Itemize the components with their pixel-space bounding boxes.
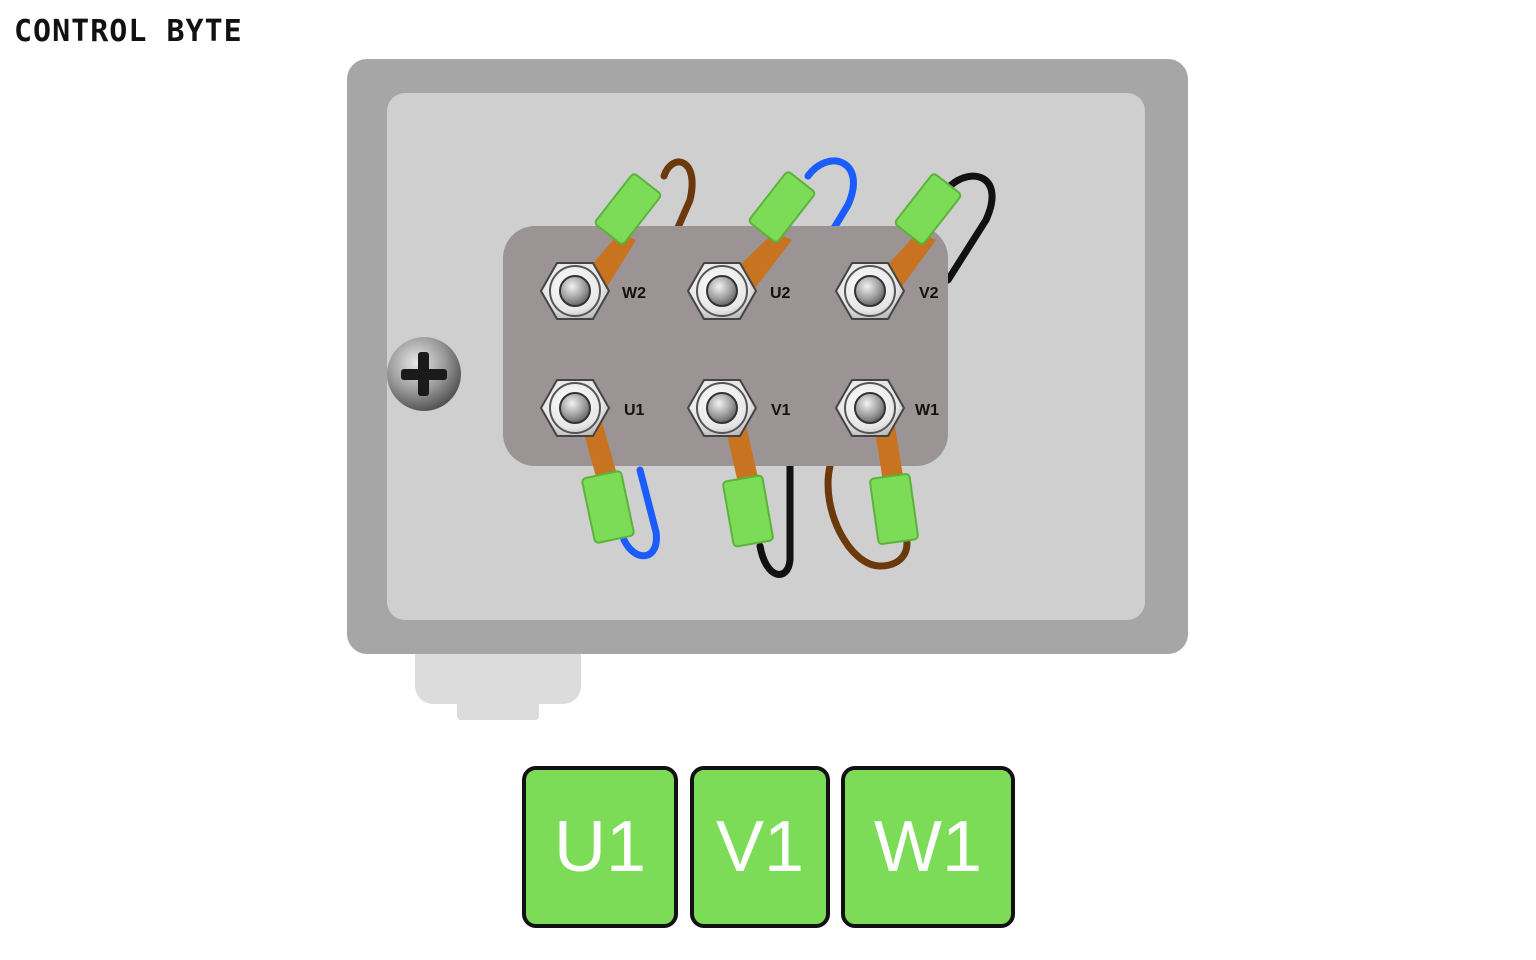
terminal-v1[interactable]: V1 (686, 379, 791, 437)
terminal-label: W2 (622, 285, 646, 302)
ground-screw-icon (387, 337, 461, 411)
wire-sleeves (581, 171, 962, 548)
wiring (620, 157, 996, 578)
terminal-label: V2 (919, 285, 939, 302)
terminal-label: W1 (915, 402, 939, 419)
w1-button[interactable]: W1 (841, 766, 1015, 928)
v1-button[interactable]: V1 (690, 766, 830, 928)
terminal-w2[interactable]: W2 (539, 262, 646, 320)
terminal-label: U2 (770, 285, 791, 302)
control-byte-logo: CONTROL BYTE (14, 14, 243, 49)
terminal-u1[interactable]: U1 (539, 379, 645, 437)
terminal-v2[interactable]: V2 (834, 262, 939, 320)
terminal-u2[interactable]: U2 (686, 262, 791, 320)
terminal-w1[interactable]: W1 (834, 379, 939, 437)
terminal-label: U1 (624, 402, 645, 419)
terminal-label: V1 (771, 402, 791, 419)
u1-button[interactable]: U1 (522, 766, 678, 928)
